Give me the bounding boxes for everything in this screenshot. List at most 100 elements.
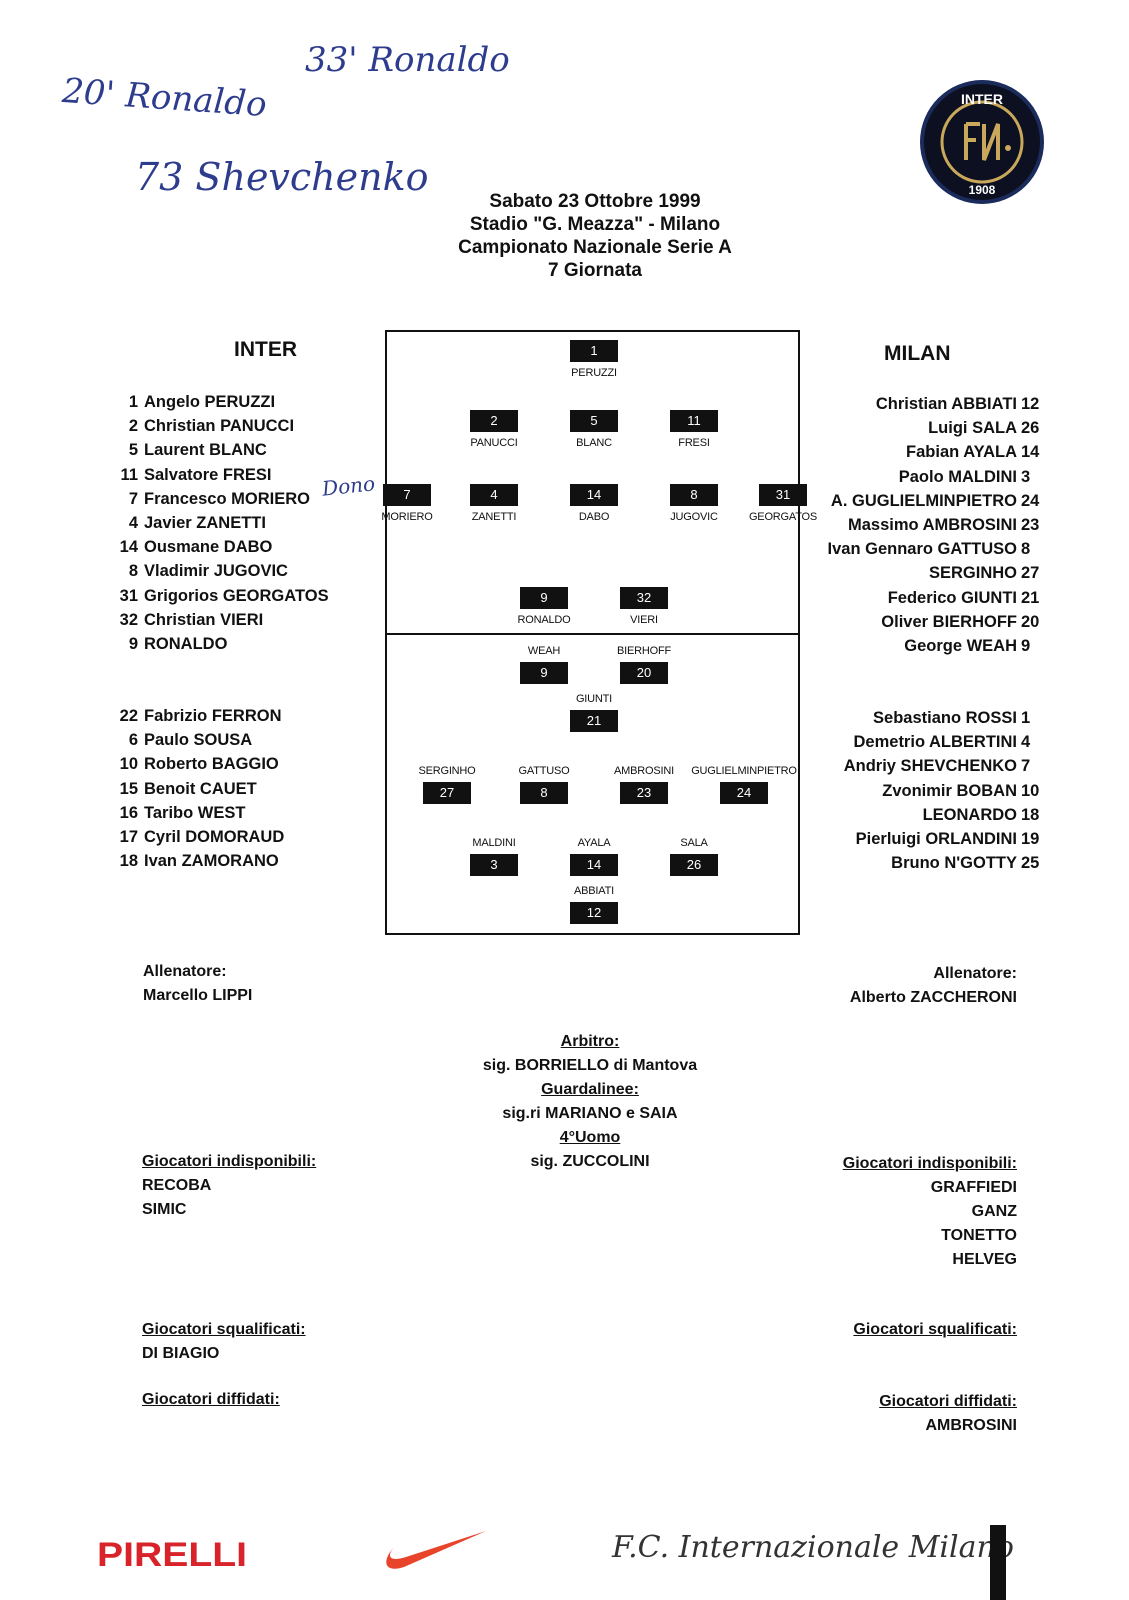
player-name: Fabrizio FERRON (144, 707, 282, 725)
player-name: Sebastiano ROSSI (873, 709, 1017, 727)
player-number: 15 (119, 779, 138, 798)
milan-pitch-shirt-number: 9 (520, 662, 568, 684)
player-number: 32 (119, 610, 138, 629)
milan-unavailable-block: Giocatori indisponibili: GRAFFIEDI GANZ … (843, 1152, 1017, 1272)
player-name: Christian VIERI (144, 610, 264, 629)
milan-pitch-position-label: WEAH (527, 645, 561, 657)
milan-unavailable-2: GANZ (971, 1203, 1017, 1220)
player-name: Bruno N'GOTTY (891, 854, 1017, 873)
player-name: Ivan ZAMORANO (144, 852, 279, 871)
inter-pitch-shirt-number: 31 (759, 484, 807, 506)
inter-suspended-block: Giocatori squalificati: DI BIAGIO (142, 1318, 306, 1366)
player-number: 11 (120, 465, 138, 484)
coach-label: Allenatore: (143, 963, 227, 980)
player-number: 9 (1021, 636, 1031, 655)
match-header: Sabato 23 Ottobre 1999 Stadio "G. Meazza… (400, 190, 790, 282)
milan-pitch-position-label: GATTUSO (518, 765, 570, 777)
milan-pitch-shirt-number: 26 (670, 854, 718, 876)
milan-pitch-position-label: ABBIATI (574, 885, 614, 897)
inter-suspended-1: DI BIAGIO (142, 1345, 220, 1362)
player-number: 4 (1021, 733, 1031, 752)
unavailable-label: Giocatori indisponibili: (842, 1155, 1017, 1172)
player-name: Roberto BAGGIO (144, 755, 279, 774)
milan-pitch-position-label: MALDINI (472, 837, 516, 849)
player-name: Benoit CAUET (144, 779, 257, 798)
inter-sub-row: 15 Benoit CAUET (110, 777, 370, 801)
inter-pitch-shirt-number: 1 (570, 340, 618, 362)
player-name: Vladimir JUGOVIC (144, 562, 288, 581)
milan-pitch-position-label: AMBROSINI (614, 765, 674, 777)
player-name: SERGINHO (928, 564, 1017, 583)
linesmen-names: sig.ri MARIANO e SAIA (502, 1105, 678, 1122)
player-number: 12 (1021, 395, 1040, 413)
player-number: 2 (128, 417, 138, 436)
inter-coach-name: Marcello LIPPI (143, 987, 253, 1004)
player-number: 25 (1021, 854, 1040, 873)
suspended-label: Giocatori squalificati: (853, 1321, 1017, 1338)
player-number: 17 (119, 827, 138, 846)
club-name-footer: F.C. Internazionale Milano (612, 1530, 1014, 1565)
player-name: Taribo WEST (144, 803, 246, 822)
home-team-title: INTER (234, 338, 297, 361)
player-number: 7 (1021, 757, 1031, 776)
inter-pitch-position-label: PANUCCI (470, 437, 518, 449)
milan-pitch-shirt-number: 14 (570, 854, 618, 876)
milan-warned-1: AMBROSINI (925, 1417, 1017, 1434)
inter-pitch-shirt-number: 2 (470, 410, 518, 432)
inter-pitch-position-label: VIERI (630, 614, 658, 626)
inter-warned-block: Giocatori diffidati: (142, 1388, 280, 1412)
match-round: 7 Giornata (548, 260, 642, 281)
player-name: Andriy SHEVCHENKO (843, 757, 1017, 776)
player-number: 6 (128, 731, 138, 750)
player-name: Grigorios GEORGATOS (144, 586, 329, 605)
player-name: Ivan Gennaro GATTUSO (827, 540, 1017, 559)
player-number: 26 (1021, 419, 1040, 438)
player-name: Laurent BLANC (144, 441, 267, 460)
suspended-label: Giocatori squalificati: (142, 1321, 306, 1338)
match-stadium: Stadio "G. Meazza" - Milano (469, 214, 721, 235)
handwritten-note-20-ronaldo: 20' Ronaldo (60, 70, 268, 126)
milan-pitch-shirt-number: 21 (570, 710, 618, 732)
milan-unavailable-3: TONETTO (941, 1227, 1017, 1244)
handwritten-note-73-shevchenko: 73 Shevchenko (135, 155, 429, 199)
referee-label: Arbitro: (560, 1033, 620, 1050)
inter-coach-block: Allenatore: Marcello LIPPI (143, 960, 252, 1008)
nike-swoosh-icon (386, 1531, 486, 1569)
pitch-midline (387, 633, 798, 635)
milan-pitch-position-label: GUGLIELMINPIETRO (691, 765, 797, 777)
inter-starter-row: 32 Christian VIERI (110, 608, 370, 632)
milan-pitch-shirt-number: 24 (720, 782, 768, 804)
milan-pitch-position-label: GIUNTI (575, 693, 613, 705)
inter-pitch-shirt-number: 32 (620, 587, 668, 609)
player-number: 5 (128, 441, 138, 460)
inter-pitch-position-label: GEORGATOS (748, 511, 818, 523)
inter-pitch-shirt-number: 7 (383, 484, 431, 506)
player-name: Luigi SALA (928, 419, 1017, 438)
player-name: RONALDO (144, 634, 228, 653)
inter-starter-row: 5 Laurent BLANC (110, 438, 370, 462)
inter-unavailable-block: Giocatori indisponibili: RECOBA SIMIC (142, 1150, 316, 1222)
pirelli-logo-text: PIRELLI (97, 1536, 247, 1573)
player-number: 31 (119, 586, 138, 605)
match-date: Sabato 23 Ottobre 1999 (489, 191, 701, 212)
player-name: Pierluigi ORLANDINI (855, 829, 1017, 848)
